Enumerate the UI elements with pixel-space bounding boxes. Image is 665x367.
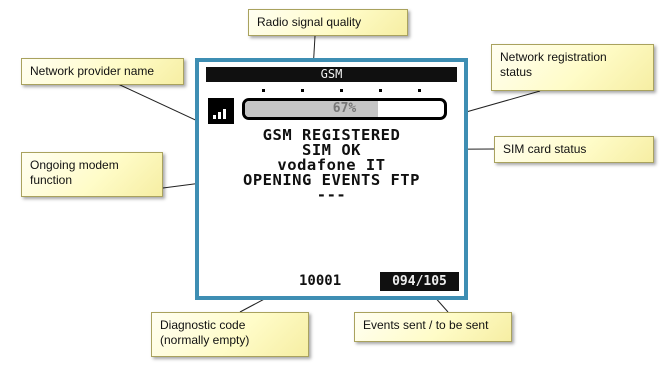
registration-status: GSM REGISTERED: [262, 126, 401, 144]
signal-strength-icon: [208, 98, 234, 124]
modem-function: OPENING EVENTS FTP: [243, 171, 420, 189]
callout-sim-status: SIM card status: [494, 136, 654, 163]
bar-tick: [340, 89, 343, 92]
signal-quality-value: 67%: [332, 101, 357, 116]
bar-tick: [379, 89, 382, 92]
sim-status: SIM OK: [302, 141, 361, 159]
callout-events-sent: Events sent / to be sent: [354, 312, 512, 342]
placeholder-dashes: ---: [316, 186, 347, 204]
callout-radio-signal: Radio signal quality: [248, 9, 408, 36]
display-title: GSM: [206, 67, 457, 82]
callout-diagnostic-code: Diagnostic code (normally empty): [151, 312, 309, 357]
bar-tick: [301, 89, 304, 92]
callout-modem-function: Ongoing modem function: [21, 152, 163, 197]
callout-network-registration: Network registration status: [491, 44, 654, 91]
bar-tick: [262, 89, 265, 92]
diagnostic-code: 10001: [299, 273, 342, 289]
provider-name: vodafone IT: [277, 156, 386, 174]
bar-tick: [418, 89, 421, 92]
callout-provider-name: Network provider name: [21, 58, 184, 85]
gsm-display-screen: GSM 67% GSM REGISTERED SIM OK vodafone I…: [195, 58, 468, 300]
events-counter: 094/105: [380, 272, 459, 291]
signal-quality-bar: 67%: [242, 98, 447, 120]
signal-quality-fill: [245, 101, 379, 117]
